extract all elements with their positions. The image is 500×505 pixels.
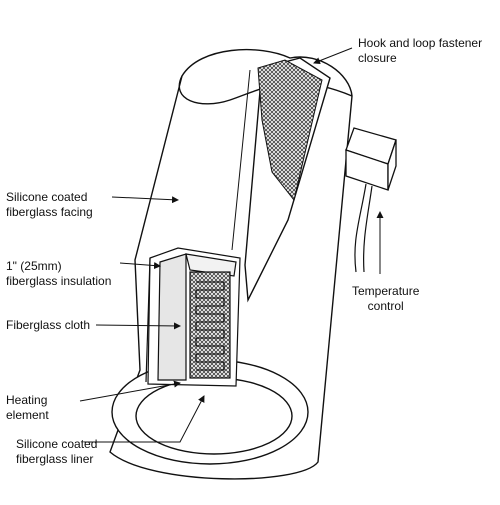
label-liner-line1: Silicone coated — [16, 437, 98, 451]
label-silicone-facing-line2: fiberglass facing — [6, 205, 93, 219]
control-wire — [354, 183, 367, 273]
leader-heating — [79, 380, 181, 402]
label-hook-loop-line1: Hook and loop fastener — [358, 36, 483, 50]
leader-cloth — [95, 322, 181, 330]
label-insulation-line1: 1" (25mm) — [6, 259, 62, 273]
heating-element-coil — [195, 281, 225, 371]
seam-line — [231, 69, 251, 251]
label-insulation: 1" (25mm) fiberglass insulation — [6, 259, 111, 289]
label-temperature: Temperature control — [352, 284, 419, 314]
temperature-control-box — [345, 127, 397, 273]
label-heating-line1: Heating — [6, 393, 48, 407]
label-liner: Silicone coated fiberglass liner — [16, 437, 97, 467]
leader-facing — [111, 196, 179, 204]
label-silicone-facing: Silicone coated fiberglass facing — [6, 190, 93, 220]
label-liner-line2: fiberglass liner — [16, 452, 94, 466]
label-heating: Heating element — [6, 393, 49, 423]
label-silicone-facing-line1: Silicone coated — [6, 190, 88, 204]
label-cloth: Fiberglass cloth — [6, 318, 90, 333]
label-temperature-line2: control — [367, 299, 404, 313]
leader-lines — [79, 47, 384, 443]
leader-hook-loop — [313, 47, 353, 65]
label-insulation-line2: fiberglass insulation — [6, 274, 112, 288]
label-cloth-line1: Fiberglass cloth — [6, 318, 91, 332]
label-hook-loop: Hook and loop fastener closure — [358, 36, 482, 66]
hook-loop-mesh — [257, 59, 323, 202]
leader-insulation — [119, 262, 161, 270]
label-temperature-line1: Temperature — [352, 284, 420, 298]
label-hook-loop-line2: closure — [358, 51, 397, 65]
cutaway-window — [145, 247, 241, 387]
leader-liner — [84, 395, 205, 443]
label-heating-line2: element — [6, 408, 49, 422]
